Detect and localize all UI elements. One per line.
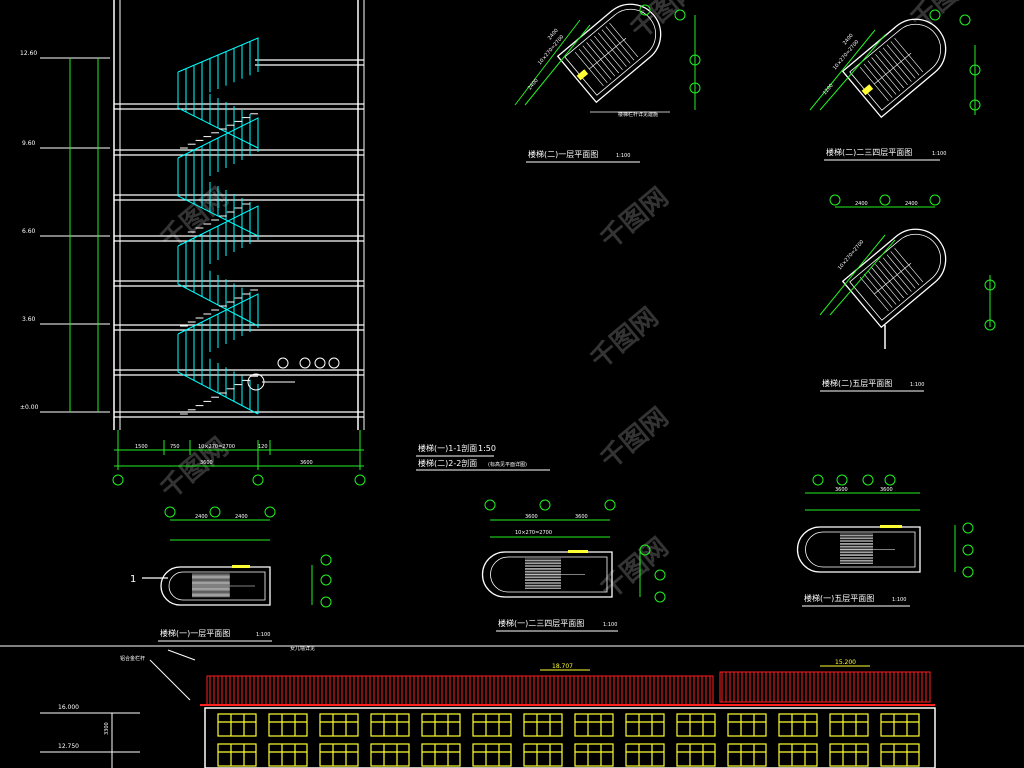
svg-text:2400: 2400 [195,514,208,520]
svg-text:3600: 3600 [880,487,893,493]
dim-label: 1500 [135,444,148,450]
svg-text:3600: 3600 [835,487,848,493]
title-s2-plan1: 楼梯(二)一层平面图 [528,149,598,159]
title-s1-section-scale: 1:50 [478,444,496,453]
elev-roof-right: 15.200 [835,659,856,666]
title-s1-plan5: 楼梯(一)五层平面图 [804,593,874,603]
title-s2-plan1-scale: 1:100 [616,153,630,159]
plan-note: 楼梯栏杆详见建施 [618,111,658,118]
svg-text:1200: 1200 [822,83,835,97]
svg-text:10×270=2700: 10×270=2700 [515,530,552,536]
svg-text:3600: 3600 [525,514,538,520]
svg-text:千图网: 千图网 [625,0,704,45]
dim-label: 10×270=2700 [198,444,235,450]
title-s2-plan5: 楼梯(二)五层平面图 [822,378,892,388]
dim-label: 120 [258,444,268,450]
elev-dim-side: 3300 [104,722,110,735]
title-s1-section: 楼梯(一)1-1剖面 [418,443,477,453]
svg-text:2400: 2400 [235,514,248,520]
title-s2-plan234-scale: 1:100 [932,151,946,157]
dim-label: 750 [170,444,180,450]
title-s2-section-note: (标高见平面详图) [488,461,527,468]
title-s2-plan5-scale: 1:100 [910,382,924,388]
stair-section: 12.60 9.60 6.60 3.60 ±0.00 1500 750 10×2… [20,0,366,486]
svg-text:千图网: 千图网 [905,0,984,35]
plan-stair2-level234: 2400 10×270=2700 1200 [809,9,981,119]
elev-level-top: 16.000 [58,704,79,711]
stair-nosings [180,113,258,415]
elev-level-mid: 12.750 [58,743,79,750]
svg-text:3600: 3600 [575,514,588,520]
balusters [177,38,259,414]
level-label: 6.60 [22,228,36,235]
level-label: 3.60 [22,316,36,323]
elev-callout-a: 铝合金栏杆 [120,655,145,662]
plan-stair1-level234: 3600 3600 10×270=2700 [481,499,666,603]
title-s1-plan234: 楼梯(一)二三四层平面图 [498,618,584,628]
svg-text:2400: 2400 [905,201,918,207]
plan-stair2-level5: 2400 2400 10×270=2700 [819,194,996,349]
level-label: 9.60 [22,140,36,147]
dim-label: 3600 [200,460,213,466]
elev-callout-b: 女儿墙详见 [290,645,315,652]
plan-stair1-level1: 1 2400 2400 [130,506,332,608]
level-label: ±0.00 [20,404,39,411]
plan-stair1-level5: 3600 3600 [796,474,974,578]
section-titles: 楼梯(一)1-1剖面 1:50 楼梯(二)2-2剖面 (标高见平面详图) [416,443,550,471]
title-s2-section: 楼梯(二)2-2剖面 [418,458,477,468]
elevation: 16.000 12.750 3300 铝合金栏杆 女儿墙详见 18.707 15… [0,645,1024,768]
elev-roof-left: 18.707 [552,663,573,670]
title-s1-plan5-scale: 1:100 [892,597,906,603]
title-s1-plan234-scale: 1:100 [603,622,617,628]
dim-label: 3600 [300,460,313,466]
svg-text:1: 1 [130,574,136,585]
level-label: 12.60 [20,50,37,57]
svg-text:千图网: 千图网 [155,182,234,255]
svg-text:千图网: 千图网 [595,402,674,475]
svg-text:千图网: 千图网 [585,302,664,375]
svg-text:2400: 2400 [855,201,868,207]
title-s1-plan1-scale: 1:100 [256,632,270,638]
title-s1-plan1: 楼梯(一)一层平面图 [160,628,230,638]
svg-text:千图网: 千图网 [595,182,674,255]
title-s2-plan234: 楼梯(二)二三四层平面图 [826,147,912,157]
windows [217,713,920,767]
